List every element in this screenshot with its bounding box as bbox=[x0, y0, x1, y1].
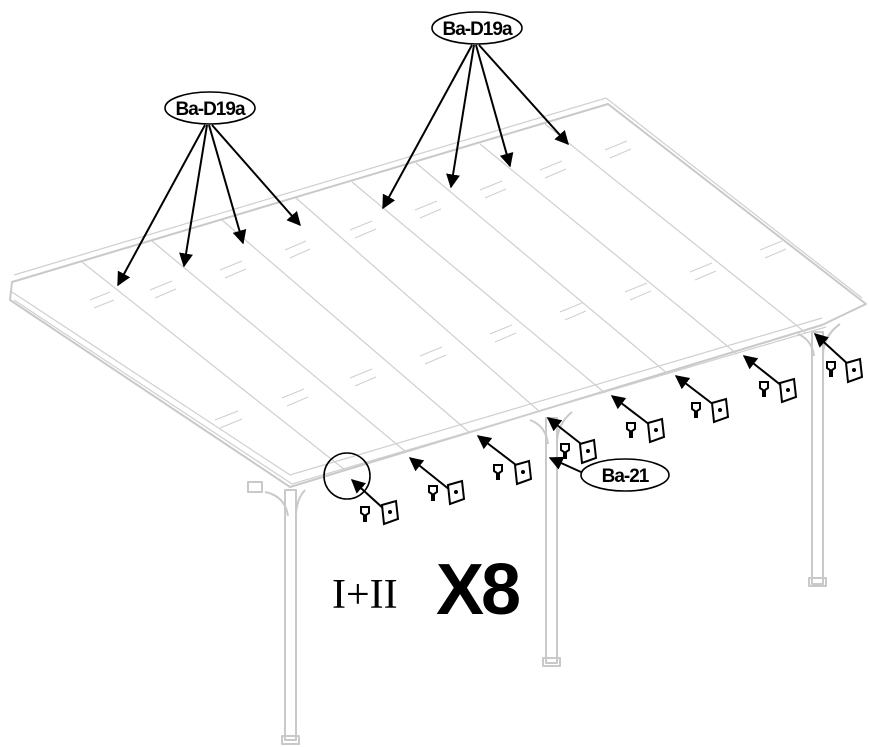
fastener-sets bbox=[350, 333, 864, 526]
quantity-label: I+II bbox=[332, 572, 398, 618]
callout-fastener-label: Ba-21 bbox=[602, 466, 650, 487]
callout-right-top-label: Ba-D19a bbox=[442, 19, 512, 40]
support-posts bbox=[264, 323, 841, 745]
roof-outline bbox=[9, 103, 867, 488]
glazing-hatches bbox=[89, 140, 787, 429]
callout-left-top-label: Ba-D19a bbox=[175, 99, 245, 120]
callout-fastener: Ba-21 bbox=[580, 458, 670, 492]
roof-structure bbox=[9, 97, 867, 745]
callout-right-top: Ba-D19a bbox=[431, 11, 523, 45]
roof-front-edge bbox=[11, 291, 823, 476]
corner-bracket bbox=[247, 481, 263, 493]
roof-rafters bbox=[81, 123, 807, 471]
leader-arrows bbox=[117, 44, 582, 473]
quantity-indicator: I+II X8 bbox=[332, 550, 522, 630]
callout-left-top: Ba-D19a bbox=[164, 91, 256, 125]
quantity-multiplier: X8 bbox=[436, 550, 519, 630]
detail-circle bbox=[323, 452, 371, 500]
